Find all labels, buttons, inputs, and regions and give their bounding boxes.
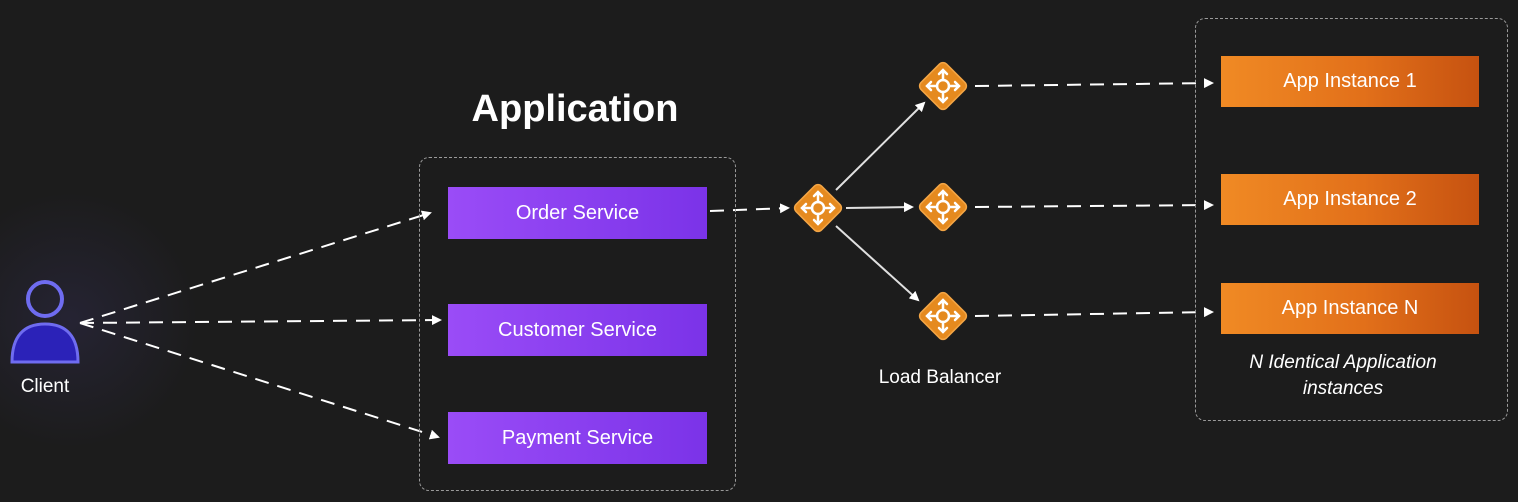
order-service-box[interactable]: Order Service xyxy=(448,187,707,239)
load-balancer-icon[interactable] xyxy=(916,180,970,234)
edge-lb3-instance3 xyxy=(974,307,1214,318)
instances-caption-line1: N Identical Application xyxy=(1249,352,1437,373)
instances-group xyxy=(1195,18,1508,421)
edge-lb-lb3 xyxy=(835,225,920,302)
edge-lb-lb1 xyxy=(835,101,926,191)
edge-client-payment xyxy=(79,322,440,440)
load-balancer-icon[interactable] xyxy=(916,59,970,113)
instances-caption-line2: instances xyxy=(1302,378,1384,399)
application-group xyxy=(419,157,736,491)
app-instance-1-box[interactable]: App Instance 1 xyxy=(1221,56,1479,107)
app-instance-2-box[interactable]: App Instance 2 xyxy=(1221,174,1479,225)
client-label: Client xyxy=(20,376,70,397)
edge-lb2-instance2 xyxy=(974,200,1214,211)
user-icon xyxy=(10,280,80,364)
edge-client-order xyxy=(79,210,432,324)
payment-service-box[interactable]: Payment Service xyxy=(448,412,707,464)
load-balancer-icon[interactable] xyxy=(791,181,845,235)
client-glow xyxy=(0,190,200,450)
customer-service-box[interactable]: Customer Service xyxy=(448,304,707,356)
application-title: Application xyxy=(471,88,679,130)
edge-order-lb xyxy=(709,203,790,214)
edge-lb-lb2 xyxy=(845,202,914,213)
load-balancer-label: Load Balancer xyxy=(878,367,1002,388)
edge-lb1-instance1 xyxy=(974,78,1214,89)
load-balancer-icon[interactable] xyxy=(916,289,970,343)
app-instance-n-box[interactable]: App Instance N xyxy=(1221,283,1479,334)
edge-client-customer xyxy=(79,315,442,326)
